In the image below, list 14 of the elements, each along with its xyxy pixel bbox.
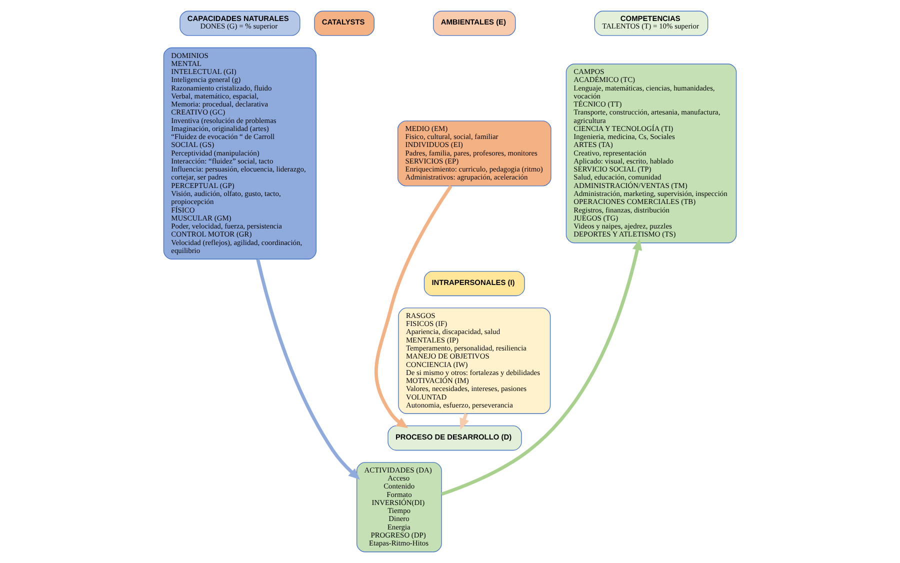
node-box: CAPACIDADES NATURALES DONES (G) = % superior — [180, 10, 300, 36]
node-box: RASGOS FISICOS (IF) Apariencia, discapacidad, salud MENTALES (IP) Temperamento, personalidad, resiliencia MANEJO DE OBJETIVOS CONCIENCIA (IW) De si mismo y otros: fortalezas y debilidades MOTIVACIÓN (IM) Valores, necesidades, intereses, pasiones VOLUNTAD Autonomia, esfuerzo, perseverancia — [398, 308, 551, 414]
arrow — [441, 238, 642, 496]
node-box: CAMPOS ACADÉMICO (TC) Lenguaje, matemáticas, ciencias, humanidades, vocación TÉCNICO (TT) Transporte, construcción, artesania, manufactura, agricultura CIENCIA Y TECNOLOGÍA (TI) Ingenieria, medicina, Cs, Sociales ARTES (TA) Creativo, representación Aplicado: visual, escrito, hablado SERVICIO SOCIAL (TP) Salud, educación, comunidad ADMINISTRACIÓN/VENTAS (TM) Administración, marketing, supervisión, inspección OPERACIONES COMERCIALES (TB) Registros, finanzas, distribución JUEGOS (TG) Videos y naipes, ajedrez, puzzles DEPORTES Y ATLETISMO (TS) — [566, 64, 737, 244]
node-box: ACTIVIDADES (DA) Acceso Contenido Formato INVERSIÓN(DI) Tiempo Dinero Energia PROGRESO (DP) Etapas-Ritmo-Hitos — [356, 462, 442, 552]
node-box: MEDIO (EM) Fisico, cultural, social, familiar INDIVIDUOS (EI) Padres, familia, pares, profesores, monitores SERVICIOS (EP) Enriquecimiento: curriculo, pedagogia (ritmo) Administrativos: agrupación, aceleración — [397, 120, 552, 186]
node-box: CATALYSTS — [314, 10, 374, 36]
arrow — [374, 185, 452, 428]
node-box: AMBIENTALES (E) — [433, 10, 516, 36]
node-box: COMPETENCIAS TALENTOS (T) = 10% superior — [594, 10, 708, 36]
node-box: INTRAPERSONALES (I) — [424, 271, 525, 296]
node-box: PROCESO DE DESARROLLO (D) — [388, 426, 522, 451]
node-box: DOMINIOS MENTAL INTELECTUAL (GI) Inteligencia general (g) Razonamiento cristalizado, fluido Verbal, matemático, espacial, Memoria: procedual, declarativa CREATIVO (GC) Inventiva (resolución de problemas Imaginación, originalidad (artes) “Fluidez de evocación “ de Carroll SOCIAL (GS) Perceptividad (manipulación) Interacción: “fluidez” social, tacto Influencia: persuasión, elocuencia, liderazgo, cortejar, ser padres PERCEPTUAL (GP) Visión, audición, olfato, gusto, tacto, propiocepción FÍSICO MUSCULAR (GM) Poder, velocidad, fuerza, persistencia CONTROL MOTOR (GR) Velocidad (reflejos), agilidad, coordinación, equilibrio — [163, 47, 316, 260]
arrow — [256, 258, 360, 480]
